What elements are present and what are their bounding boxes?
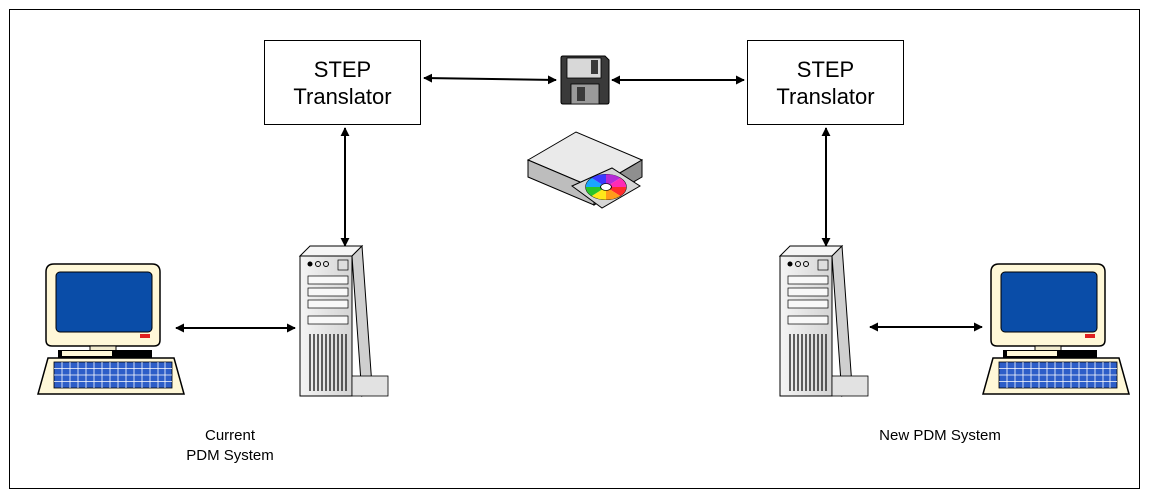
caption-current-pdm-system: Current PDM System xyxy=(150,426,310,466)
caption-current-line2: PDM System xyxy=(186,447,274,464)
arrows xyxy=(175,73,983,333)
server-tower-right-icon xyxy=(778,244,869,398)
floppy-disk-icon xyxy=(560,55,610,105)
caption-new-line1: New PDM System xyxy=(879,427,1001,444)
translator-right-line1: STEP xyxy=(796,56,855,82)
caption-current-line1: Current xyxy=(204,427,256,444)
step-translator-right: STEP Translator xyxy=(747,40,904,125)
translator-right-line2: Translator xyxy=(776,83,875,109)
workstation-left-icon xyxy=(37,263,185,395)
arrow-translator-left-to-floppy xyxy=(423,73,557,85)
cd-drive-icon xyxy=(526,131,644,209)
caption-new-pdm-system: New PDM System xyxy=(840,426,1040,446)
server-tower-left-icon xyxy=(298,244,389,398)
workstation-right-icon xyxy=(982,263,1130,395)
translator-left-line2: Translator xyxy=(293,83,392,109)
step-translator-left: STEP Translator xyxy=(264,40,421,125)
translator-left-line1: STEP xyxy=(313,56,372,82)
